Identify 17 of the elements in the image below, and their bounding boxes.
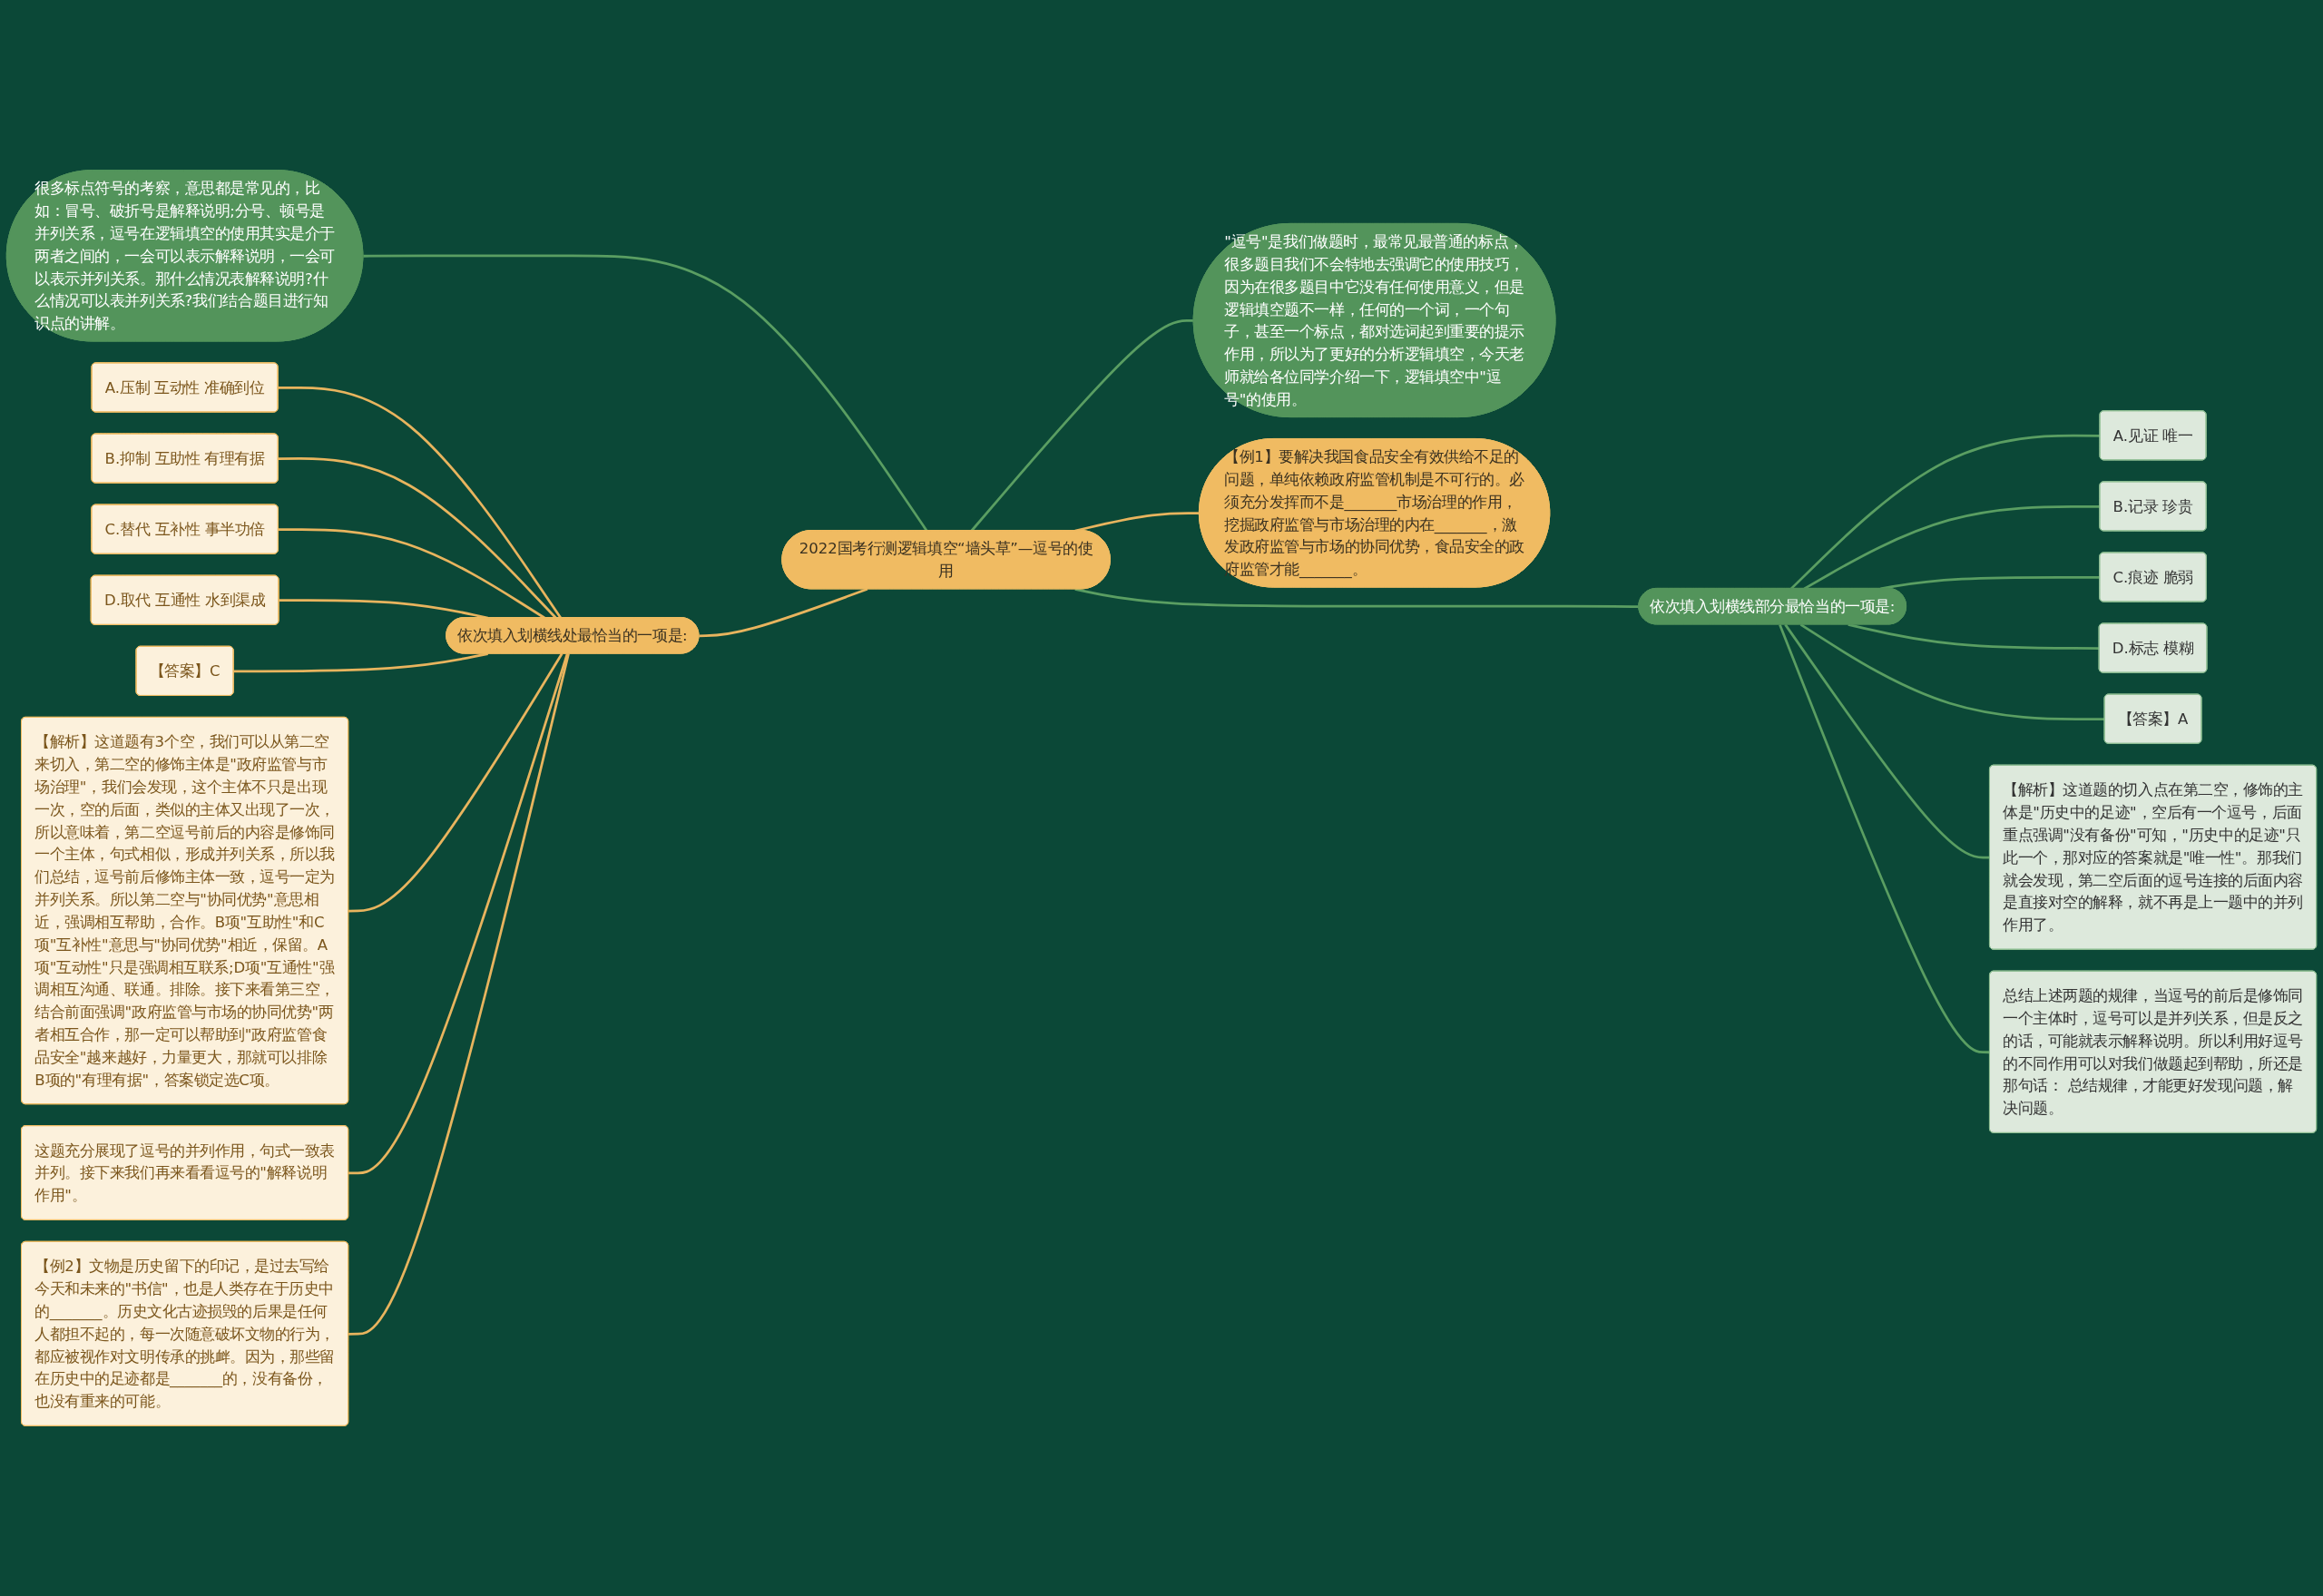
connector bbox=[348, 652, 564, 913]
connector bbox=[348, 653, 569, 1175]
connector bbox=[233, 652, 488, 673]
connector bbox=[278, 457, 557, 619]
connector bbox=[1784, 623, 1990, 859]
connector bbox=[1779, 623, 1990, 1054]
connector bbox=[363, 254, 928, 532]
connector bbox=[348, 653, 570, 1336]
connector bbox=[278, 386, 563, 619]
connector bbox=[1799, 623, 2105, 721]
connector bbox=[970, 319, 1194, 532]
connector bbox=[1880, 575, 2101, 591]
connector bbox=[1848, 623, 2100, 650]
connector bbox=[1803, 504, 2101, 591]
connector bbox=[1074, 588, 1640, 608]
connector bbox=[1789, 434, 2101, 590]
connector bbox=[699, 588, 868, 638]
